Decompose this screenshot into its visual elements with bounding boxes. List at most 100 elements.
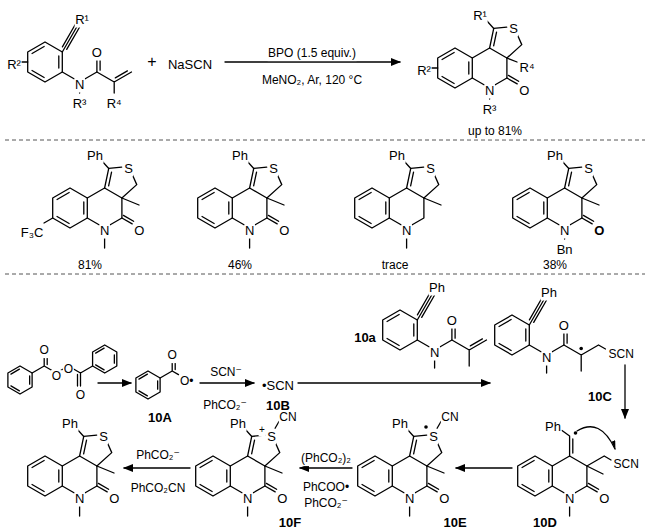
- atom-label: O: [277, 492, 288, 507]
- atom-label: N: [244, 224, 254, 239]
- atom-label: Ph: [232, 149, 249, 164]
- reagent-text: PhCO₂CN: [130, 482, 186, 496]
- intermediate-structure: [358, 422, 444, 517]
- plus-sign: +: [147, 53, 157, 71]
- atom-label: Ph: [230, 417, 247, 432]
- charge-sign: +: [259, 424, 266, 436]
- atom-label: S: [269, 162, 279, 177]
- reaction-arrow: [200, 382, 254, 383]
- atom-label: R³: [482, 103, 497, 118]
- radical-dot: [424, 425, 428, 429]
- atom-label: N: [559, 224, 569, 239]
- reagent-text: PhCO₂⁻: [203, 399, 248, 413]
- atom-label: S: [429, 430, 439, 445]
- reagent-text: •SCN: [262, 379, 295, 394]
- starting-material: [21, 25, 132, 93]
- divider-line: [5, 140, 645, 141]
- yield-text: 46%: [227, 259, 252, 273]
- fishhook-arrow: [577, 427, 615, 449]
- compound-number: 10D: [533, 516, 558, 531]
- atom-label: N: [429, 346, 439, 361]
- atom-label: O: [446, 314, 457, 329]
- atom-label: N: [401, 224, 411, 239]
- intermediate-structure: [518, 431, 611, 517]
- reagent-text: PhCOO•: [302, 481, 349, 495]
- atom-label: O: [519, 84, 530, 99]
- atom-label: Ph: [389, 149, 406, 164]
- atom-label: S: [124, 162, 134, 177]
- reaction-arrow: [300, 467, 352, 468]
- atom-label: CN: [279, 411, 297, 425]
- atom-label: R²: [7, 58, 22, 73]
- atom-label: O: [558, 319, 569, 334]
- atom-label: R¹: [75, 13, 90, 28]
- atom-label: O: [91, 46, 102, 61]
- yield-text: trace: [381, 259, 409, 273]
- atom-label: S: [426, 162, 436, 177]
- reaction-arrow: [124, 467, 190, 468]
- atom-label: N: [564, 492, 574, 507]
- intermediate-structure: [495, 298, 606, 373]
- condition-text: MeNO₂, Ar, 120 °C: [261, 74, 362, 88]
- radical-structure: [136, 358, 179, 399]
- atom-label: Ph: [62, 417, 79, 432]
- reagent-text: PhCO₂⁻: [136, 449, 181, 463]
- atom-label: O: [63, 363, 73, 377]
- atom-label: N: [484, 84, 494, 99]
- product-structure: [513, 161, 599, 239]
- radical-dot: [579, 347, 583, 351]
- divider-line: [5, 274, 645, 275]
- atom-label: R⁴: [519, 61, 535, 76]
- atom-label: R¹: [473, 9, 488, 24]
- atom-label: R⁴: [106, 97, 122, 112]
- product-structure: [355, 161, 441, 248]
- atom-label: O: [109, 492, 120, 507]
- compound-number: 10A: [148, 411, 173, 426]
- reagent-text: PhCO₂⁻: [304, 497, 349, 511]
- atom-label: SCN: [608, 348, 634, 362]
- bpo-structure: [8, 345, 117, 394]
- compound-number: 10F: [278, 516, 301, 531]
- product-structure: [431, 21, 522, 99]
- compound-number: 10a: [354, 331, 377, 346]
- reaction-arrow: [456, 467, 512, 468]
- atom-label: SCN: [613, 458, 639, 472]
- atom-label: N: [541, 351, 551, 366]
- product-structure: [198, 161, 284, 248]
- atom-label: O: [167, 349, 177, 363]
- reagent-text: (PhCO₂)₂: [301, 452, 352, 466]
- atom-label: Ph: [429, 281, 446, 296]
- intermediate-structure: [196, 422, 282, 517]
- yield-text: 38%: [542, 259, 567, 273]
- yield-text: up to 81%: [467, 125, 522, 139]
- yield-text: 81%: [77, 259, 102, 273]
- radical-dot: [574, 431, 578, 435]
- atom-label: N: [242, 492, 252, 507]
- reaction-arrow: [624, 365, 625, 418]
- atom-label: N: [74, 78, 84, 93]
- product-structure: [44, 161, 139, 248]
- atom-label: O: [75, 389, 85, 403]
- substrate-structure: [383, 293, 487, 368]
- atom-label: O: [439, 492, 450, 507]
- reaction-arrow: [98, 382, 131, 383]
- atom-label: Ph: [392, 417, 409, 432]
- atom-label: S: [584, 162, 594, 177]
- atom-label: CN: [441, 411, 459, 425]
- atom-label: O: [51, 370, 61, 384]
- atom-label: Bn: [556, 243, 573, 258]
- product-structure: [28, 429, 114, 516]
- atom-label: O: [39, 344, 49, 358]
- condition-text: BPO (1.5 equiv.): [268, 47, 357, 61]
- atom-label: Ph: [547, 149, 564, 164]
- atom-label: R²: [417, 64, 432, 79]
- atom-label: R³: [72, 97, 87, 112]
- atom-label: Ph: [541, 286, 558, 301]
- atom-label: O: [599, 492, 610, 507]
- atom-label: Ph: [87, 149, 104, 164]
- atom-label: N: [99, 224, 109, 239]
- atom-label: N: [404, 492, 414, 507]
- atom-label: F₃C: [20, 226, 44, 241]
- atom-label: Ph: [545, 420, 562, 435]
- atom-label: S: [509, 22, 519, 37]
